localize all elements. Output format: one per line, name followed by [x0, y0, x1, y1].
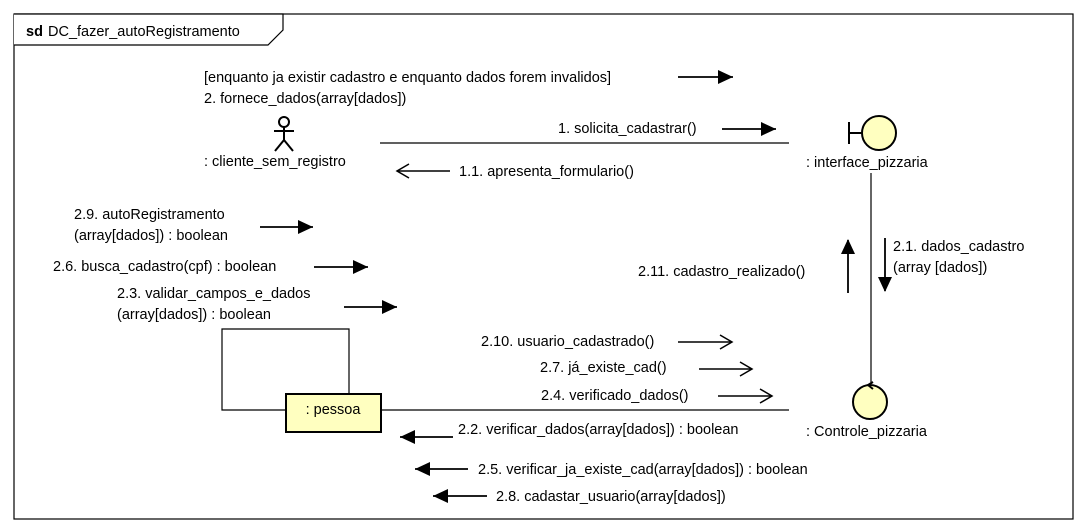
arrow-message-2-3 [344, 300, 397, 314]
arrow-message-2-8 [433, 489, 487, 503]
diagram-frame [13, 13, 1074, 520]
message-2-8-label: 2.8. cadastar_usuario(array[dados]) [496, 489, 726, 505]
arrow-message-2-9 [260, 220, 313, 234]
arrow-message-2-6 [314, 260, 368, 274]
message-2-1-params: (array [dados]) [893, 260, 987, 276]
message-2-10-label: 2.10. usuario_cadastrado() [481, 334, 654, 350]
control-icon [852, 381, 888, 420]
message-2-9-label: 2.9. autoRegistramento [74, 207, 225, 223]
message-2-9-params: (array[dados]) : boolean [74, 228, 228, 244]
self-link-pessoa [221, 328, 350, 411]
arrow-message-1-1 [395, 163, 450, 179]
arrow-message-2-10 [678, 334, 734, 350]
frame-label-box [14, 13, 284, 46]
entity-pessoa [285, 393, 382, 433]
frame-keyword: sd [26, 24, 43, 40]
actor-icon [274, 116, 294, 152]
arrow-message-2-4 [718, 388, 774, 404]
message-1-1-label: 1.1. apresenta_formulario() [459, 164, 634, 180]
message-2-11-label: 2.11. cadastro_realizado() [638, 264, 805, 280]
actor-label: : cliente_sem_registro [204, 154, 346, 170]
guard-condition: [enquanto ja existir cadastro e enquanto… [204, 70, 611, 86]
message-2-6-label: 2.6. busca_cadastro(cpf) : boolean [53, 259, 276, 275]
message-2-3-params: (array[dados]) : boolean [117, 307, 271, 323]
arrow-message-2-11 [841, 239, 855, 293]
message-2-4-label: 2.4. verificado_dados() [541, 388, 689, 404]
message-2-5-label: 2.5. verificar_ja_existe_cad(array[dados… [478, 462, 808, 478]
message-2-2-label: 2.2. verificar_dados(array[dados]) : boo… [458, 422, 739, 438]
boundary-icon [848, 115, 897, 151]
arrow-message-2-7 [699, 361, 754, 377]
message-2-label: 2. fornece_dados(array[dados]) [204, 91, 406, 107]
control-label: : Controle_pizzaria [806, 424, 928, 440]
message-2-7-label: 2.7. já_existe_cad() [540, 360, 667, 376]
message-2-1-label: 2.1. dados_cadastro [893, 239, 1024, 255]
arrow-message-2-2 [400, 430, 453, 444]
message-1-label: 1. solicita_cadastrar() [558, 121, 697, 137]
entity-label: : pessoa [306, 402, 362, 418]
arrow-message-2-1 [878, 238, 892, 292]
arrow-message-2 [678, 70, 733, 84]
frame-name: DC_fazer_autoRegistramento [48, 24, 240, 40]
message-2-3-label: 2.3. validar_campos_e_dados [117, 286, 310, 302]
arrow-message-2-5 [415, 462, 468, 476]
boundary-label: : interface_pizzaria [806, 155, 929, 171]
arrow-message-1 [722, 122, 776, 136]
